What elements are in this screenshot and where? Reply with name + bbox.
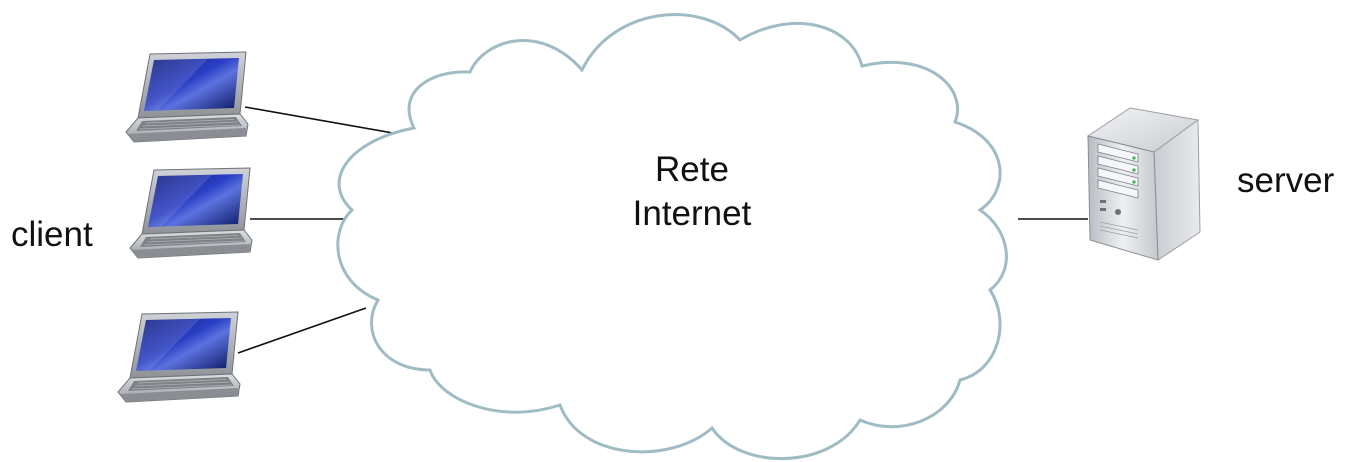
laptop-icon [129, 167, 253, 259]
server-label: server [1237, 161, 1335, 200]
laptop-icon [125, 51, 249, 143]
server-icon [1086, 107, 1201, 261]
cloud-label-line-2: Internet [632, 194, 752, 233]
link-client-1 [244, 106, 411, 137]
cloud-label: Rete Internet [600, 148, 784, 236]
network-links [237, 106, 1088, 354]
laptop-icon [117, 311, 241, 403]
cloud-label-line-1: Rete [655, 150, 729, 189]
internet-cloud-icon [336, 13, 1008, 461]
link-client-3 [237, 307, 367, 354]
client-label: client [11, 215, 93, 254]
